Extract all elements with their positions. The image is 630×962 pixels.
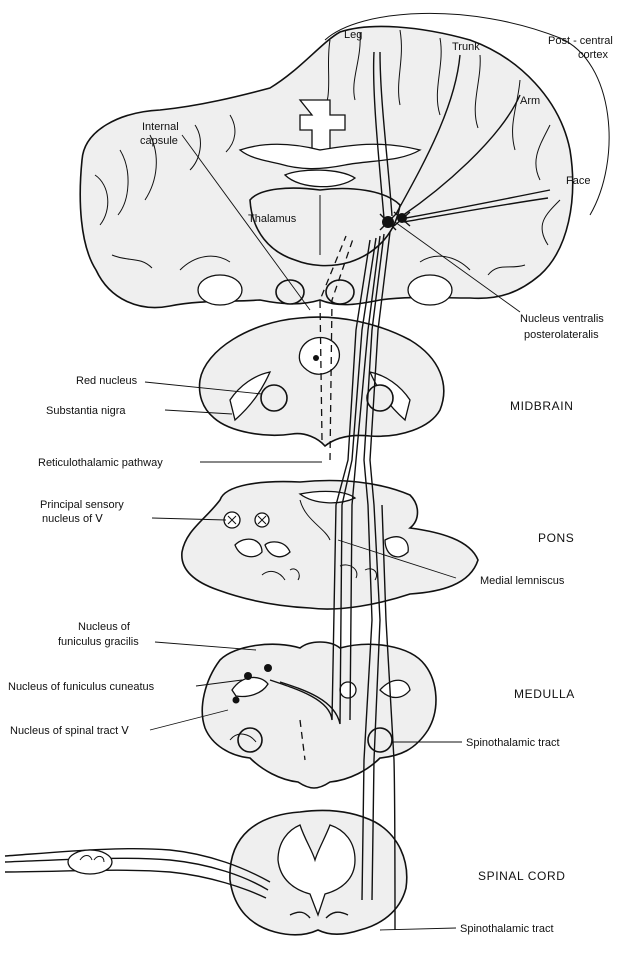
label-arm: Arm: [520, 95, 540, 107]
region-spinal-cord: SPINAL CORD: [478, 869, 566, 883]
spinal-cord-section: [230, 810, 407, 934]
region-medulla: MEDULLA: [514, 687, 575, 701]
pons-section: [182, 481, 478, 610]
cerebrum-section: [80, 26, 572, 307]
spinal-nerve: [5, 849, 270, 898]
label-spinothalamic-medulla: Spinothalamic tract: [466, 737, 560, 749]
medulla-section: [202, 642, 436, 788]
label-substantia-nigra: Substantia nigra: [46, 405, 126, 417]
label-internal-capsule-1: Internal: [142, 121, 179, 133]
label-gracilis-1: Nucleus of: [78, 621, 131, 633]
label-leg: Leg: [344, 29, 362, 41]
label-nvpl-1: Nucleus ventralis: [520, 313, 604, 325]
label-face: Face: [566, 175, 590, 187]
region-midbrain: MIDBRAIN: [510, 399, 573, 413]
label-trunk: Trunk: [452, 41, 480, 53]
label-cuneatus: Nucleus of funiculus cuneatus: [8, 681, 155, 693]
label-thalamus: Thalamus: [248, 213, 297, 225]
label-medial-lemniscus: Medial lemniscus: [480, 575, 565, 587]
label-reticulothalamic: Reticulothalamic pathway: [38, 457, 163, 469]
label-post-central-2: cortex: [578, 49, 608, 61]
label-red-nucleus: Red nucleus: [76, 375, 138, 387]
label-nvpl-2: posterolateralis: [524, 329, 599, 341]
label-internal-capsule-2: capsule: [140, 135, 178, 147]
region-pons: PONS: [538, 531, 574, 545]
label-gracilis-2: funiculus gracilis: [58, 636, 139, 648]
label-spinal-tract-v: Nucleus of spinal tract Ⅴ: [10, 725, 129, 737]
label-spinothalamic-cord: Spinothalamic tract: [460, 923, 554, 935]
label-principal-sensory-2: nucleus of Ⅴ: [42, 513, 103, 525]
label-post-central-1: Post - central: [548, 35, 613, 47]
label-principal-sensory-1: Principal sensory: [40, 499, 124, 511]
